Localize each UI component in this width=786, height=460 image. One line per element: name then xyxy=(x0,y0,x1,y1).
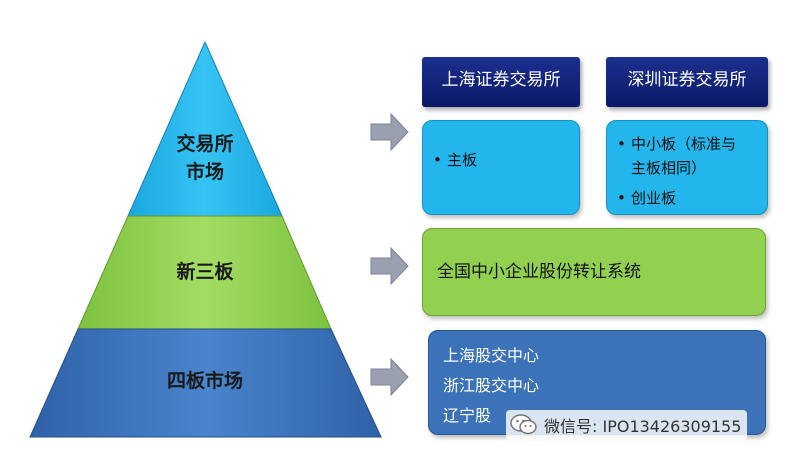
pyramid-tier-top xyxy=(127,40,283,217)
tier-label-neeq: 新三板 xyxy=(176,261,234,283)
arrow-right-icon xyxy=(370,357,409,397)
regional-line-2: 浙江股交中心 xyxy=(443,376,540,395)
shanghai-exchange-header: 上海证券交易所 xyxy=(422,57,580,107)
bullet-icon: • xyxy=(433,151,442,169)
watermark: 微信号: IPO13426309155 xyxy=(506,410,748,440)
watermark-text: 微信号: IPO13426309155 xyxy=(544,417,742,436)
shenzhen-board-box: • 中小板（标准与 主板相同） • 创业板 xyxy=(606,120,768,215)
neeq-text: 全国中小企业股份转让系统 xyxy=(437,262,641,282)
arrow-right-icon xyxy=(370,112,409,152)
tier-label-exchange-line2: 市场 xyxy=(185,161,224,183)
bullet-icon: • xyxy=(617,135,626,153)
bullet-icon: • xyxy=(617,189,626,207)
tier-label-exchange-line1: 交易所 xyxy=(176,133,234,155)
list-item-continuation: 主板相同） xyxy=(631,157,706,179)
list-item: • 创业板 xyxy=(617,187,676,209)
bullet-text: 主板 xyxy=(447,151,478,169)
list-item: • 主板 xyxy=(433,149,477,171)
bullet-text: 主板相同） xyxy=(631,159,707,177)
list-item: • 中小板（标准与 xyxy=(617,133,736,155)
neeq-box: 全国中小企业股份转让系统 xyxy=(422,228,766,316)
wechat-icon xyxy=(510,414,537,435)
shenzhen-exchange-header: 深圳证券交易所 xyxy=(606,57,768,107)
shanghai-board-box: • 主板 xyxy=(422,120,580,215)
arrow-right-icon xyxy=(370,246,409,286)
tier-label-exchange: 交易所 市场 xyxy=(150,130,260,186)
bullet-text: 创业板 xyxy=(631,189,677,207)
bullet-text: 中小板（标准与 xyxy=(631,135,737,153)
regional-line-3: 辽宁股 xyxy=(443,406,492,425)
tier-label-regional: 四板市场 xyxy=(166,370,243,392)
regional-line-1: 上海股交中心 xyxy=(443,346,540,365)
pyramid-tier-bottom xyxy=(29,328,382,438)
